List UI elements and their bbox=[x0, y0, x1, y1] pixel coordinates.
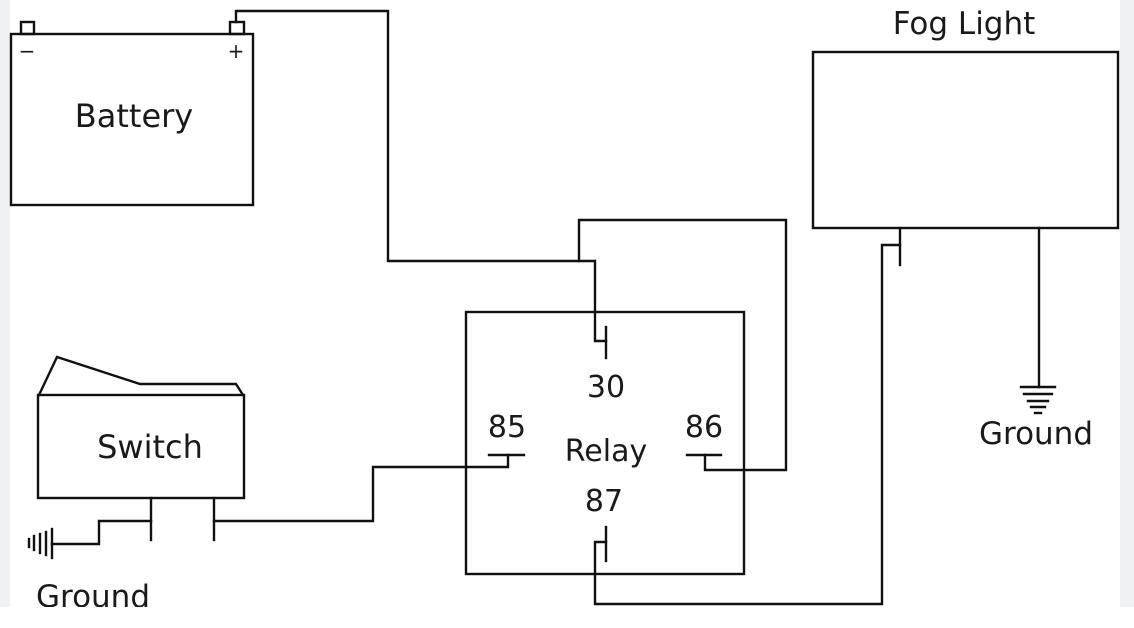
relay-terminal-30-label: 30 bbox=[587, 370, 625, 405]
wire-relay-85-to-switch bbox=[212, 453, 510, 523]
switch: Switch bbox=[36, 355, 246, 542]
fog-light-label: Fog Light bbox=[893, 6, 1036, 42]
wiring-diagram-svg: − + Battery 30 85 86 Relay 87 Fog Light … bbox=[9, 6, 1120, 607]
relay-label: Relay bbox=[565, 434, 647, 469]
wire-switch-to-ground bbox=[50, 519, 153, 546]
switch-ground-icon bbox=[27, 527, 54, 560]
battery-label: Battery bbox=[75, 97, 193, 135]
switch-label: Switch bbox=[97, 428, 203, 466]
wire-battery-to-relay-30 bbox=[234, 9, 608, 343]
battery-negative-terminal bbox=[19, 20, 36, 36]
battery-positive-symbol: + bbox=[228, 39, 245, 63]
fog-light-ground-icon bbox=[1019, 385, 1057, 415]
fog-light-body bbox=[811, 50, 1120, 230]
battery-negative-symbol: − bbox=[19, 39, 36, 63]
battery-body bbox=[9, 32, 255, 207]
relay-terminal-85-label: 85 bbox=[488, 410, 526, 445]
battery-positive-terminal bbox=[228, 20, 246, 36]
right-margin-strip bbox=[1120, 0, 1134, 607]
wiring-diagram: − + Battery 30 85 86 Relay 87 Fog Light … bbox=[9, 6, 1120, 607]
switch-rocker bbox=[37, 355, 245, 397]
wire-relay-30-to-86 bbox=[577, 218, 788, 472]
relay: 30 85 86 Relay 87 bbox=[464, 310, 746, 576]
relay-body bbox=[464, 310, 746, 576]
battery: − + Battery bbox=[9, 20, 255, 207]
fog-light: Fog Light bbox=[811, 6, 1120, 230]
switch-ground-label: Ground bbox=[36, 579, 150, 607]
wire-relay-87-to-fog-light bbox=[593, 243, 902, 606]
relay-terminal-87-label: 87 bbox=[585, 484, 623, 519]
fog-light-ground-label: Ground bbox=[979, 416, 1093, 452]
relay-terminal-86-label: 86 bbox=[685, 410, 723, 445]
left-margin-strip bbox=[0, 0, 10, 607]
switch-body bbox=[36, 393, 246, 500]
